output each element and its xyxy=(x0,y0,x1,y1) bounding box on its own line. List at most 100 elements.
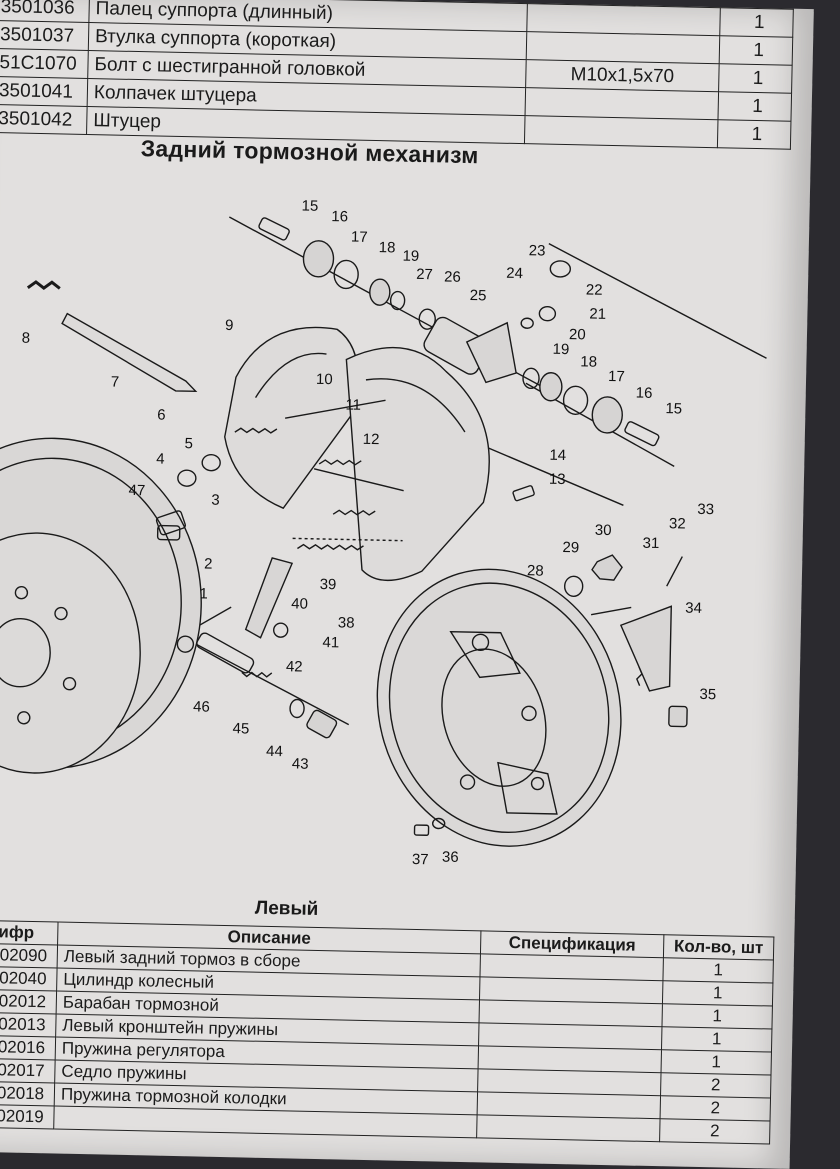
piston-parts-right xyxy=(522,367,660,447)
callout-6: 6 xyxy=(157,407,166,424)
part-code: 3502013 xyxy=(0,1012,57,1038)
callout-1: 1 xyxy=(199,585,208,602)
callout-45: 45 xyxy=(232,720,249,737)
callout-41: 41 xyxy=(322,634,339,651)
part-code: 3502018 xyxy=(0,1081,55,1107)
callout-17a: 17 xyxy=(351,229,368,246)
backing-plate xyxy=(376,568,622,847)
parts-table-bottom: Шифр Описание Спецификация Кол-во, шт 35… xyxy=(0,920,774,1145)
header-qty: Кол-во, шт xyxy=(663,934,774,961)
brake-shoes xyxy=(224,326,490,582)
callout-10: 10 xyxy=(316,371,333,388)
part-code: 3501041 xyxy=(0,76,88,107)
callout-18b: 18 xyxy=(580,353,597,370)
callout-2: 2 xyxy=(204,556,213,573)
callout-22: 22 xyxy=(586,281,603,298)
callout-18a: 18 xyxy=(379,239,396,256)
callout-17b: 17 xyxy=(608,368,625,385)
parts-table-top: 3501036 Палец суппорта (длинный) 1 35010… xyxy=(0,0,794,150)
brake-drum xyxy=(0,437,202,774)
callout-24: 24 xyxy=(506,265,523,282)
part-qty: 1 xyxy=(719,7,794,38)
callout-30: 30 xyxy=(595,522,612,539)
part-qty: 1 xyxy=(661,1049,772,1076)
part-code: 3501036 xyxy=(0,0,90,23)
callout-12: 12 xyxy=(363,431,380,448)
part-qty: 2 xyxy=(659,1118,771,1144)
callout-44: 44 xyxy=(266,743,283,760)
callout-29: 29 xyxy=(562,539,579,556)
callout-33: 33 xyxy=(697,501,714,518)
part-qty: 1 xyxy=(662,980,773,1007)
part-code: 3502040 xyxy=(0,966,58,992)
callout-15a: 15 xyxy=(301,197,318,214)
callout-28: 28 xyxy=(527,562,544,579)
callout-19b: 19 xyxy=(552,341,569,358)
part-qty: 1 xyxy=(717,91,792,122)
part-qty: 1 xyxy=(718,63,793,94)
section-title: Задний тормозной механизм xyxy=(140,135,479,169)
callout-9: 9 xyxy=(225,317,234,334)
callout-34: 34 xyxy=(685,600,702,617)
frame-line xyxy=(548,243,767,359)
callout-3: 3 xyxy=(211,492,220,509)
callout-21: 21 xyxy=(589,306,606,323)
piston-parts-left xyxy=(258,217,436,330)
adjuster-assembly xyxy=(155,510,338,739)
part-code: 3502012 xyxy=(0,989,57,1015)
callout-8: 8 xyxy=(22,330,31,347)
brake-exploded-diagram: 1 2 3 4 5 6 7 8 9 10 11 12 13 14 15 16 1… xyxy=(0,197,767,868)
part-code: 3502090 xyxy=(0,943,58,969)
callout-27: 27 xyxy=(416,266,433,283)
frame-line xyxy=(180,635,350,726)
callout-20: 20 xyxy=(569,326,586,343)
callout-31: 31 xyxy=(642,535,659,552)
part-code: 3502016 xyxy=(0,1035,56,1061)
part-code: 3502017 xyxy=(0,1058,56,1084)
callout-15b: 15 xyxy=(665,400,682,417)
lever-plate xyxy=(61,312,198,393)
callout-7: 7 xyxy=(111,374,120,391)
part-qty: 1 xyxy=(661,1026,772,1053)
callout-23: 23 xyxy=(529,242,546,259)
callout-36: 36 xyxy=(442,849,459,866)
part-code: 3502019 xyxy=(0,1104,55,1129)
part-spec xyxy=(476,1114,661,1142)
part-code: 3501042 xyxy=(0,104,88,135)
header-code: Шифр xyxy=(0,920,59,946)
callout-40: 40 xyxy=(291,595,308,612)
callout-14: 14 xyxy=(549,447,566,464)
subsection-title: Левый xyxy=(254,897,319,920)
part-spec xyxy=(524,115,718,148)
part-qty: 2 xyxy=(660,1095,771,1121)
part-code: 51C1070 xyxy=(0,48,89,79)
part-spec xyxy=(525,87,719,120)
callout-38: 38 xyxy=(338,614,355,631)
part-spec xyxy=(526,31,720,64)
callout-43: 43 xyxy=(292,755,309,772)
part-qty: 1 xyxy=(719,35,793,66)
callout-11: 11 xyxy=(345,396,361,413)
callout-32: 32 xyxy=(669,515,686,532)
callout-35: 35 xyxy=(699,686,716,703)
callout-4: 4 xyxy=(156,451,165,468)
callout-42: 42 xyxy=(286,658,303,675)
callout-16a: 16 xyxy=(331,208,348,225)
callout-19a: 19 xyxy=(402,248,419,265)
part-qty: 1 xyxy=(661,1003,773,1030)
part-code: 3501037 xyxy=(0,20,89,51)
springs xyxy=(26,280,652,686)
part-spec xyxy=(526,3,721,36)
callout-47: 47 xyxy=(128,482,145,499)
callout-37: 37 xyxy=(412,851,429,868)
callout-39: 39 xyxy=(319,576,336,593)
part-qty: 1 xyxy=(717,119,791,150)
parking-lever xyxy=(563,554,688,728)
callout-labels: 1 2 3 4 5 6 7 8 9 10 11 12 13 14 15 16 1… xyxy=(22,197,717,868)
part-spec: M10x1,5x70 xyxy=(525,59,720,92)
part-qty: 1 xyxy=(662,957,774,984)
callout-5: 5 xyxy=(184,435,193,452)
callout-25: 25 xyxy=(470,287,487,304)
document-page: 3501036 Палец суппорта (длинный) 1 35010… xyxy=(0,0,814,1169)
callout-13: 13 xyxy=(549,471,566,488)
